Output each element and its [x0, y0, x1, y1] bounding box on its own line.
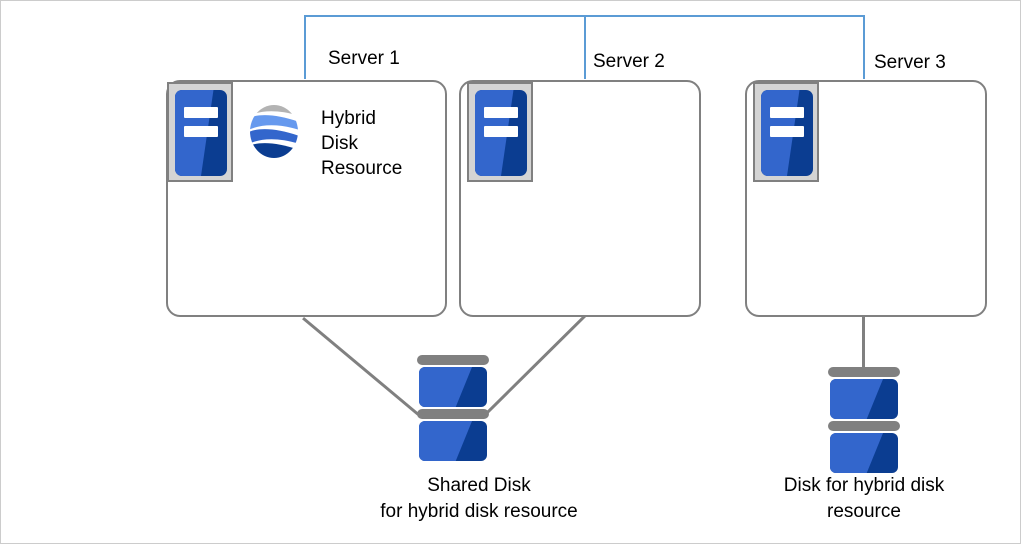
- disk-platter-top: [417, 355, 489, 365]
- shared-disk-caption: Shared Disk for hybrid disk resource: [380, 475, 578, 522]
- disk-stack-icon-shared: [417, 355, 489, 461]
- server-machine-icon-bar-bottom: [484, 126, 518, 137]
- server-label-1: Server 1: [328, 48, 400, 69]
- network-drop-server-3: [863, 15, 865, 79]
- network-drop-server-2: [584, 15, 586, 79]
- disk-platter-mid: [828, 421, 900, 431]
- connector-server3-to-hybrid-disk: [862, 317, 865, 369]
- server-label-3: Server 3: [874, 52, 946, 73]
- server-machine-icon-bar-bottom: [770, 126, 804, 137]
- server-machine-icon-bar-top: [184, 107, 218, 118]
- disk-body-upper: [419, 367, 487, 407]
- network-drop-server-1: [304, 15, 306, 79]
- server-machine-icon-body: [761, 90, 813, 176]
- server-machine-icon-body: [175, 90, 227, 176]
- disk-stack-icon-hybrid: [828, 367, 900, 473]
- hybrid-disk-resource-globe-icon: [249, 104, 299, 159]
- server-machine-icon-body: [475, 90, 527, 176]
- server-label-2: Server 2: [593, 51, 665, 72]
- disk-platter-mid: [417, 409, 489, 419]
- server-machine-icon-1: [167, 82, 233, 182]
- disk-body-lower: [419, 421, 487, 461]
- disk-platter-top: [828, 367, 900, 377]
- disk-body-upper: [830, 379, 898, 419]
- server-machine-icon-bar-top: [770, 107, 804, 118]
- hybrid-disk-caption: Disk for hybrid disk resource: [783, 475, 945, 522]
- server-machine-icon-bar-bottom: [184, 126, 218, 137]
- server-machine-icon-bar-top: [484, 107, 518, 118]
- connector-server2-to-shared-disk: [486, 314, 586, 414]
- server-machine-icon-3: [753, 82, 819, 182]
- hybrid-disk-resource-label: Hybrid Disk Resource: [321, 108, 403, 179]
- connector-server1-to-shared-disk: [302, 317, 420, 416]
- server-machine-icon-2: [467, 82, 533, 182]
- disk-body-lower: [830, 433, 898, 473]
